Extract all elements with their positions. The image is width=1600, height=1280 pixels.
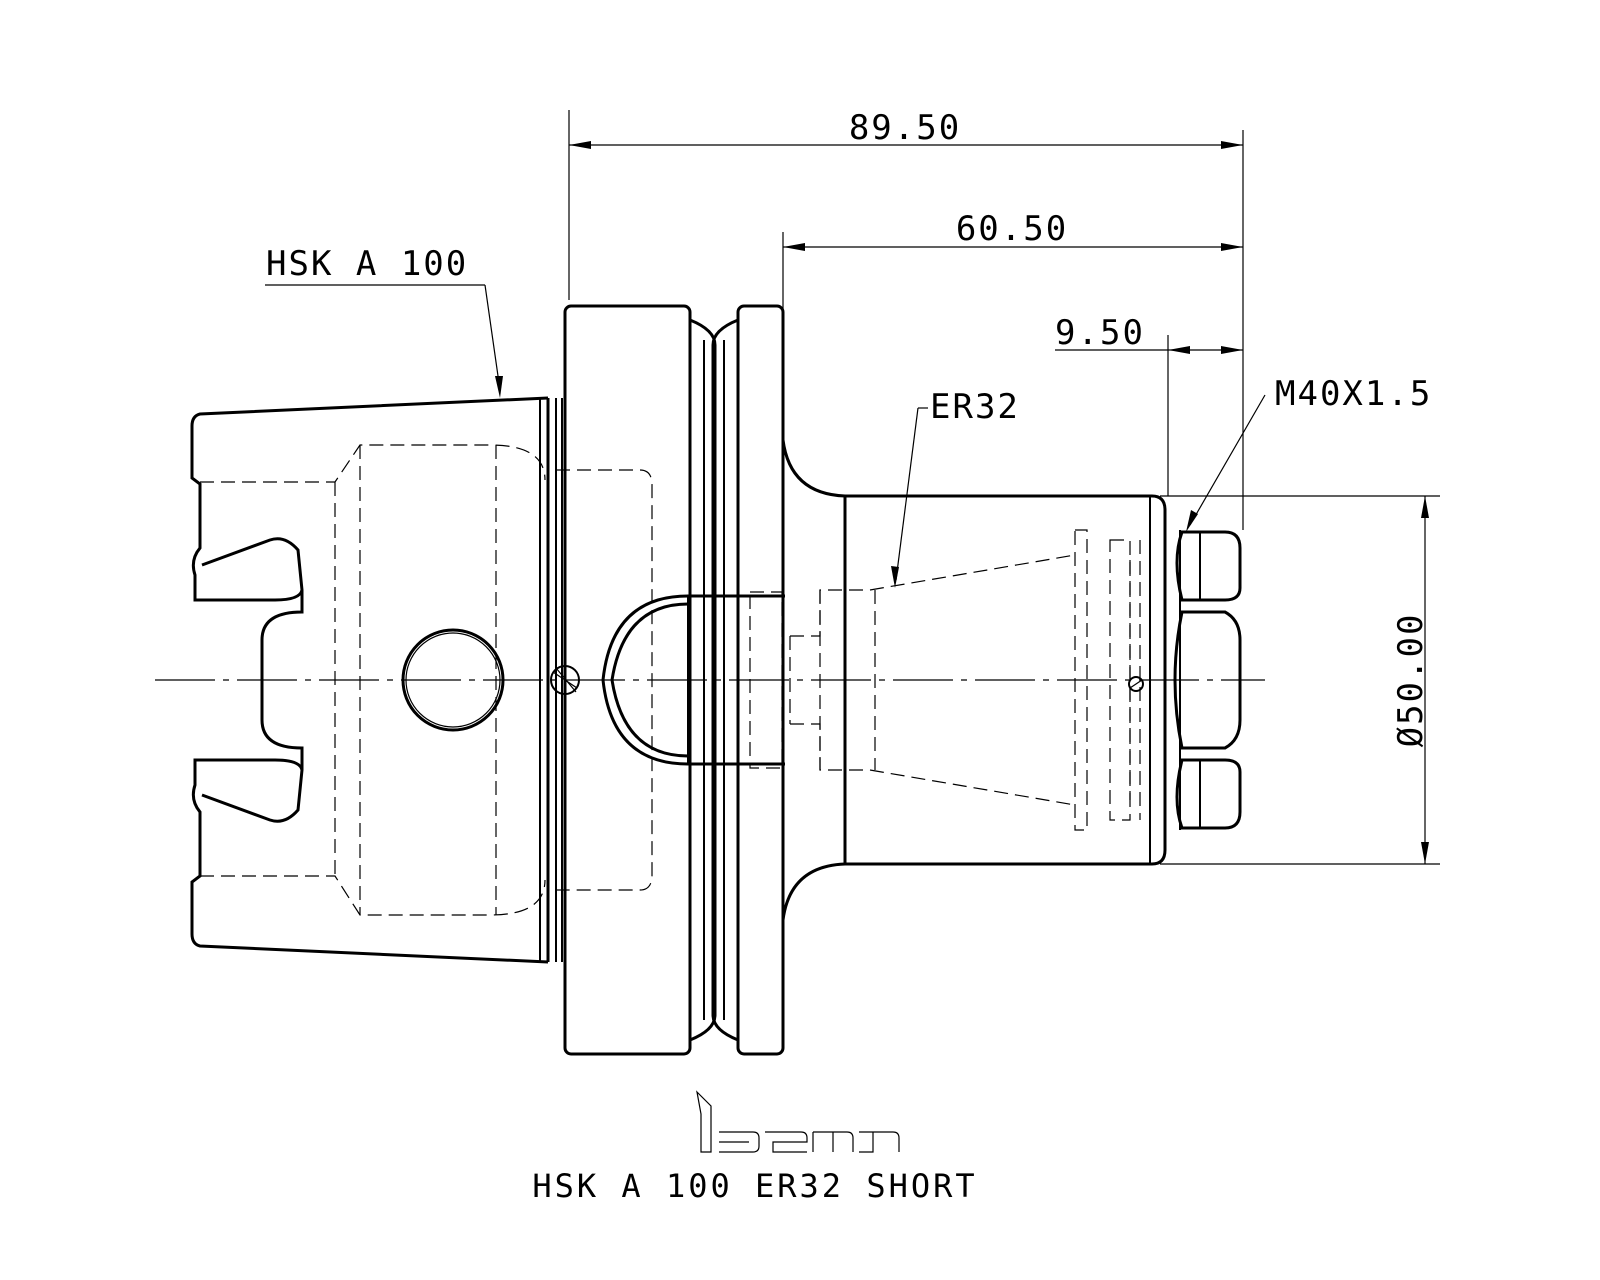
clamping-nut <box>1173 530 1242 830</box>
dimension-nut-length: 9.50 <box>1055 313 1243 496</box>
dimension-gauge-length: 60.50 <box>782 209 1243 440</box>
dim-text-diameter: Ø50.00 <box>1391 613 1431 748</box>
callout-shank: HSK A 100 <box>265 244 503 398</box>
hsk-shank <box>190 396 550 964</box>
callout-text-shank: HSK A 100 <box>266 244 468 284</box>
dim-text-overall-length: 89.50 <box>849 108 961 148</box>
callout-text-thread: M40X1.5 <box>1275 374 1432 414</box>
callout-collet: ER32 <box>891 387 1020 588</box>
dimension-overall-length: 89.50 <box>568 108 1244 530</box>
callout-thread: M40X1.5 <box>1186 374 1432 532</box>
flange <box>550 304 785 1056</box>
dim-text-nut-length: 9.50 <box>1055 313 1145 353</box>
iscar-logo <box>696 1090 900 1153</box>
drawing-title: HSK A 100 ER32 SHORT <box>532 1167 977 1205</box>
dimension-diameter: Ø50.00 <box>1160 495 1440 865</box>
collet-body <box>781 439 1167 921</box>
callout-text-collet: ER32 <box>930 387 1020 427</box>
dim-text-gauge-length: 60.50 <box>956 209 1068 249</box>
